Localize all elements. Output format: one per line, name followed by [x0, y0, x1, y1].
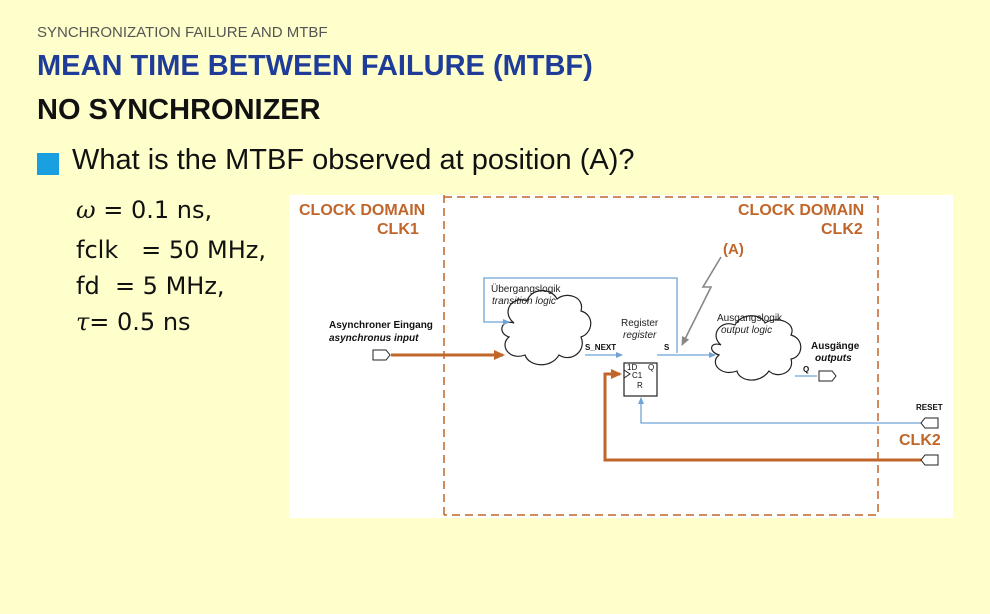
param-omega-value: = 0.1 ns, — [95, 196, 213, 224]
clk2-pin-label: CLK2 — [899, 432, 941, 449]
outputs-pin — [818, 370, 837, 382]
clk2-wire — [603, 369, 921, 462]
register-label-en: register — [623, 330, 657, 341]
reset-pin — [920, 417, 939, 429]
param-fd: fd = 5 MHz, — [76, 272, 225, 300]
clk2-pin — [920, 454, 939, 466]
domain-left-clk: CLK1 — [377, 221, 419, 238]
register-pin-c1: C1 — [632, 371, 643, 380]
outputs-label-en: outputs — [815, 353, 852, 364]
param-fclk-value: fclk = 50 MHz, — [76, 236, 266, 264]
param-fd-value: fd = 5 MHz, — [76, 272, 225, 300]
reset-label: RESET — [916, 403, 943, 412]
transition-logic-label-de: Übergangslogik — [491, 284, 561, 295]
register-pin-q: Q — [648, 363, 655, 372]
s-label: S — [664, 343, 670, 352]
s-next-label: S_NEXT — [585, 343, 617, 352]
register-label-de: Register — [621, 318, 659, 329]
domain-boundary-clk2 — [444, 196, 879, 516]
async-input-label-en: asynchronus input — [329, 333, 419, 344]
output-logic-label-en: output logic — [721, 325, 773, 336]
output-logic-cloud — [711, 315, 802, 381]
param-tau: τ= 0.5 ns — [76, 308, 191, 336]
section-kicker: SYNCHRONIZATION FAILURE AND MTBF — [37, 24, 328, 41]
omega-symbol: ω — [76, 196, 96, 224]
param-fclk: fclk = 50 MHz, — [76, 236, 266, 264]
domain-right-title: CLOCK DOMAIN — [738, 202, 865, 219]
reset-wire — [638, 397, 921, 424]
domain-left-title: CLOCK DOMAIN — [299, 202, 426, 219]
param-tau-value: = 0.5 ns — [89, 308, 191, 336]
q-label: Q — [803, 365, 810, 374]
slide-subtitle: NO SYNCHRONIZER — [37, 94, 321, 126]
async-input-pin — [372, 349, 391, 361]
marker-a-label: (A) — [723, 241, 744, 258]
transition-logic-label-en: transition logic — [492, 296, 556, 307]
circuit-svg — [372, 195, 939, 516]
circuit-diagram: CLOCK DOMAIN CLK1 CLOCK DOMAIN CLK2 (A) … — [289, 195, 953, 518]
marker-a-arrow — [681, 256, 722, 346]
feedback-wire — [483, 277, 678, 353]
domain-right-clk: CLK2 — [821, 221, 863, 238]
bullet-square-icon — [37, 153, 59, 175]
param-omega: ω = 0.1 ns, — [76, 196, 212, 224]
outputs-label-de: Ausgänge — [811, 341, 860, 352]
transition-logic-cloud — [501, 290, 592, 366]
output-logic-label-de: Ausgangslogik — [717, 313, 783, 324]
register-box — [623, 362, 658, 397]
clock-triangle — [623, 369, 631, 379]
slide-title: MEAN TIME BETWEEN FAILURE (MTBF) — [37, 50, 593, 82]
question-text: What is the MTBF observed at position (A… — [72, 144, 635, 176]
register-pin-1d: 1D — [627, 363, 638, 372]
register-pin-r: R — [637, 381, 643, 390]
tau-symbol: τ — [76, 308, 90, 336]
async-input-label-de: Asynchroner Eingang — [329, 320, 433, 331]
